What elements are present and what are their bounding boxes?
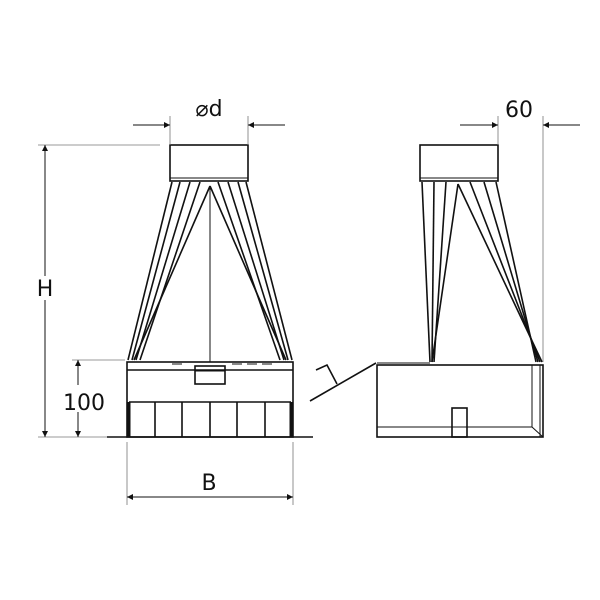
side-box [376,364,544,438]
side-tab [451,407,468,438]
front-cells [127,402,293,437]
dimension-height: H [37,144,160,438]
side-collar [419,144,499,182]
slanted-flap [309,362,377,402]
width-label: B [201,471,216,496]
dimension-offset: 60 [460,98,580,362]
side-cone-struts [421,181,543,363]
diameter-label: ⌀d [195,97,222,122]
front-view [107,144,313,438]
flap-bracket [315,363,338,385]
front-handle [194,365,226,385]
side-view [309,144,544,438]
front-cone-struts [127,181,293,361]
base-height-label: 100 [63,391,105,416]
offset-label: 60 [505,98,533,123]
dimension-diameter: ⌀d [133,97,285,145]
height-label: H [37,277,54,302]
dimension-width: B [126,442,294,505]
dimension-base-height: 100 [63,359,125,437]
front-collar [169,144,249,182]
